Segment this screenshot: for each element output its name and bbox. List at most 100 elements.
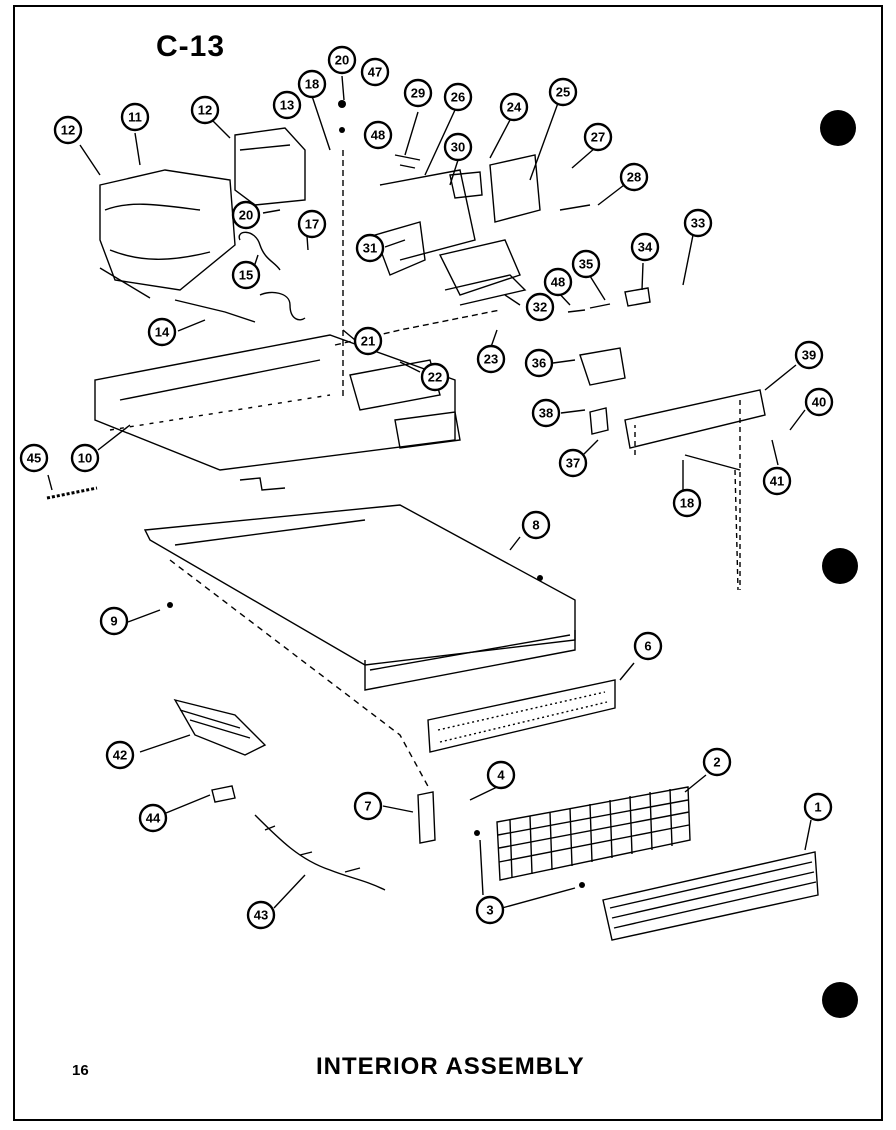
callout-circle — [524, 348, 554, 378]
callout-circle — [246, 900, 276, 930]
callout-label: 4 — [497, 768, 505, 783]
callout-label: 17 — [305, 217, 319, 232]
callout-circle — [619, 162, 649, 192]
callout-circle — [353, 791, 383, 821]
callout-label: 26 — [451, 90, 465, 105]
callout-circle — [70, 443, 100, 473]
part-13-cover — [234, 127, 306, 206]
callout-4: 4 — [486, 760, 516, 790]
callout-circle — [443, 82, 473, 112]
callout-circle — [558, 448, 588, 478]
part-43-harness — [254, 814, 386, 891]
part-39-rail — [624, 389, 766, 449]
callout-circle — [486, 760, 516, 790]
part-31-bracket — [374, 221, 426, 276]
binder-hole-2 — [822, 548, 858, 584]
callout-label: 23 — [484, 352, 498, 367]
callout-31: 31 — [355, 233, 385, 263]
callout-label: 29 — [411, 86, 425, 101]
callout-circle — [548, 77, 578, 107]
callout-47: 47 — [360, 57, 390, 87]
callout-circle — [147, 317, 177, 347]
callout-circle — [794, 340, 824, 370]
callout-14: 14 — [147, 317, 177, 347]
page-number: 16 — [72, 1062, 89, 1079]
callout-label: 18 — [305, 77, 319, 92]
callout-circle — [543, 267, 573, 297]
callout-3: 3 — [475, 895, 505, 925]
callout-circle — [190, 95, 220, 125]
callout-circle — [443, 132, 473, 162]
part-32-plate — [444, 274, 527, 306]
callout-label: 27 — [591, 130, 605, 145]
part-15-tube — [238, 231, 281, 271]
part-44-clip — [211, 785, 236, 803]
callout-label: 20 — [239, 208, 253, 223]
callout-label: 12 — [61, 123, 75, 138]
callout-circle — [531, 398, 561, 428]
callout-circle — [521, 510, 551, 540]
callout-45: 45 — [19, 443, 49, 473]
callout-2: 2 — [702, 747, 732, 777]
callout-circle — [803, 792, 833, 822]
callout-circle — [804, 387, 834, 417]
callout-circle — [762, 466, 792, 496]
callout-18: 18 — [297, 69, 327, 99]
callout-label: 12 — [198, 103, 212, 118]
callout-34: 34 — [630, 232, 660, 262]
part-24-panel — [489, 154, 541, 223]
callout-circle — [476, 344, 506, 374]
callout-circle — [19, 443, 49, 473]
callout-label: 48 — [551, 275, 565, 290]
binder-hole-1 — [820, 110, 856, 146]
callout-label: 14 — [155, 325, 170, 340]
callout-circle — [297, 69, 327, 99]
callout-label: 43 — [254, 908, 268, 923]
callout-label: 3 — [486, 903, 493, 918]
part-6-grille-bar — [427, 679, 616, 753]
callout-circle — [353, 326, 383, 356]
callout-22: 22 — [420, 362, 450, 392]
callout-circle — [499, 92, 529, 122]
part-42-wiring-block — [173, 698, 267, 756]
callout-37: 37 — [558, 448, 588, 478]
callout-circle — [360, 57, 390, 87]
callout-label: 42 — [113, 748, 127, 763]
callout-label: 36 — [532, 356, 546, 371]
callout-20: 20 — [231, 200, 261, 230]
callout-label: 44 — [146, 811, 161, 826]
callout-36: 36 — [524, 348, 554, 378]
callout-13: 13 — [272, 90, 302, 120]
callout-23: 23 — [476, 344, 506, 374]
callout-6: 6 — [633, 631, 663, 661]
callout-40: 40 — [804, 387, 834, 417]
callout-circle — [683, 208, 713, 238]
callout-label: 38 — [539, 406, 553, 421]
callout-circle — [105, 740, 135, 770]
callout-48: 48 — [543, 267, 573, 297]
callout-26: 26 — [443, 82, 473, 112]
callout-circle — [633, 631, 663, 661]
callout-label: 37 — [566, 456, 580, 471]
part-34-cylinder — [624, 287, 651, 307]
part-36-bracket — [579, 347, 626, 386]
callout-circle — [99, 606, 129, 636]
callout-label: 48 — [371, 128, 385, 143]
callout-circle — [630, 232, 660, 262]
callout-circle — [53, 115, 83, 145]
callout-33: 33 — [683, 208, 713, 238]
part-11-fan-housing — [99, 169, 236, 291]
callout-10: 10 — [70, 443, 100, 473]
binder-hole-3 — [822, 982, 858, 1018]
callout-42: 42 — [105, 740, 135, 770]
callout-label: 30 — [451, 140, 465, 155]
callout-label: 11 — [128, 110, 142, 125]
callout-label: 22 — [428, 370, 442, 385]
callout-label: 45 — [27, 451, 41, 466]
callout-28: 28 — [619, 162, 649, 192]
callout-circle — [231, 200, 261, 230]
callout-circle — [672, 488, 702, 518]
callout-label: 32 — [533, 300, 547, 315]
